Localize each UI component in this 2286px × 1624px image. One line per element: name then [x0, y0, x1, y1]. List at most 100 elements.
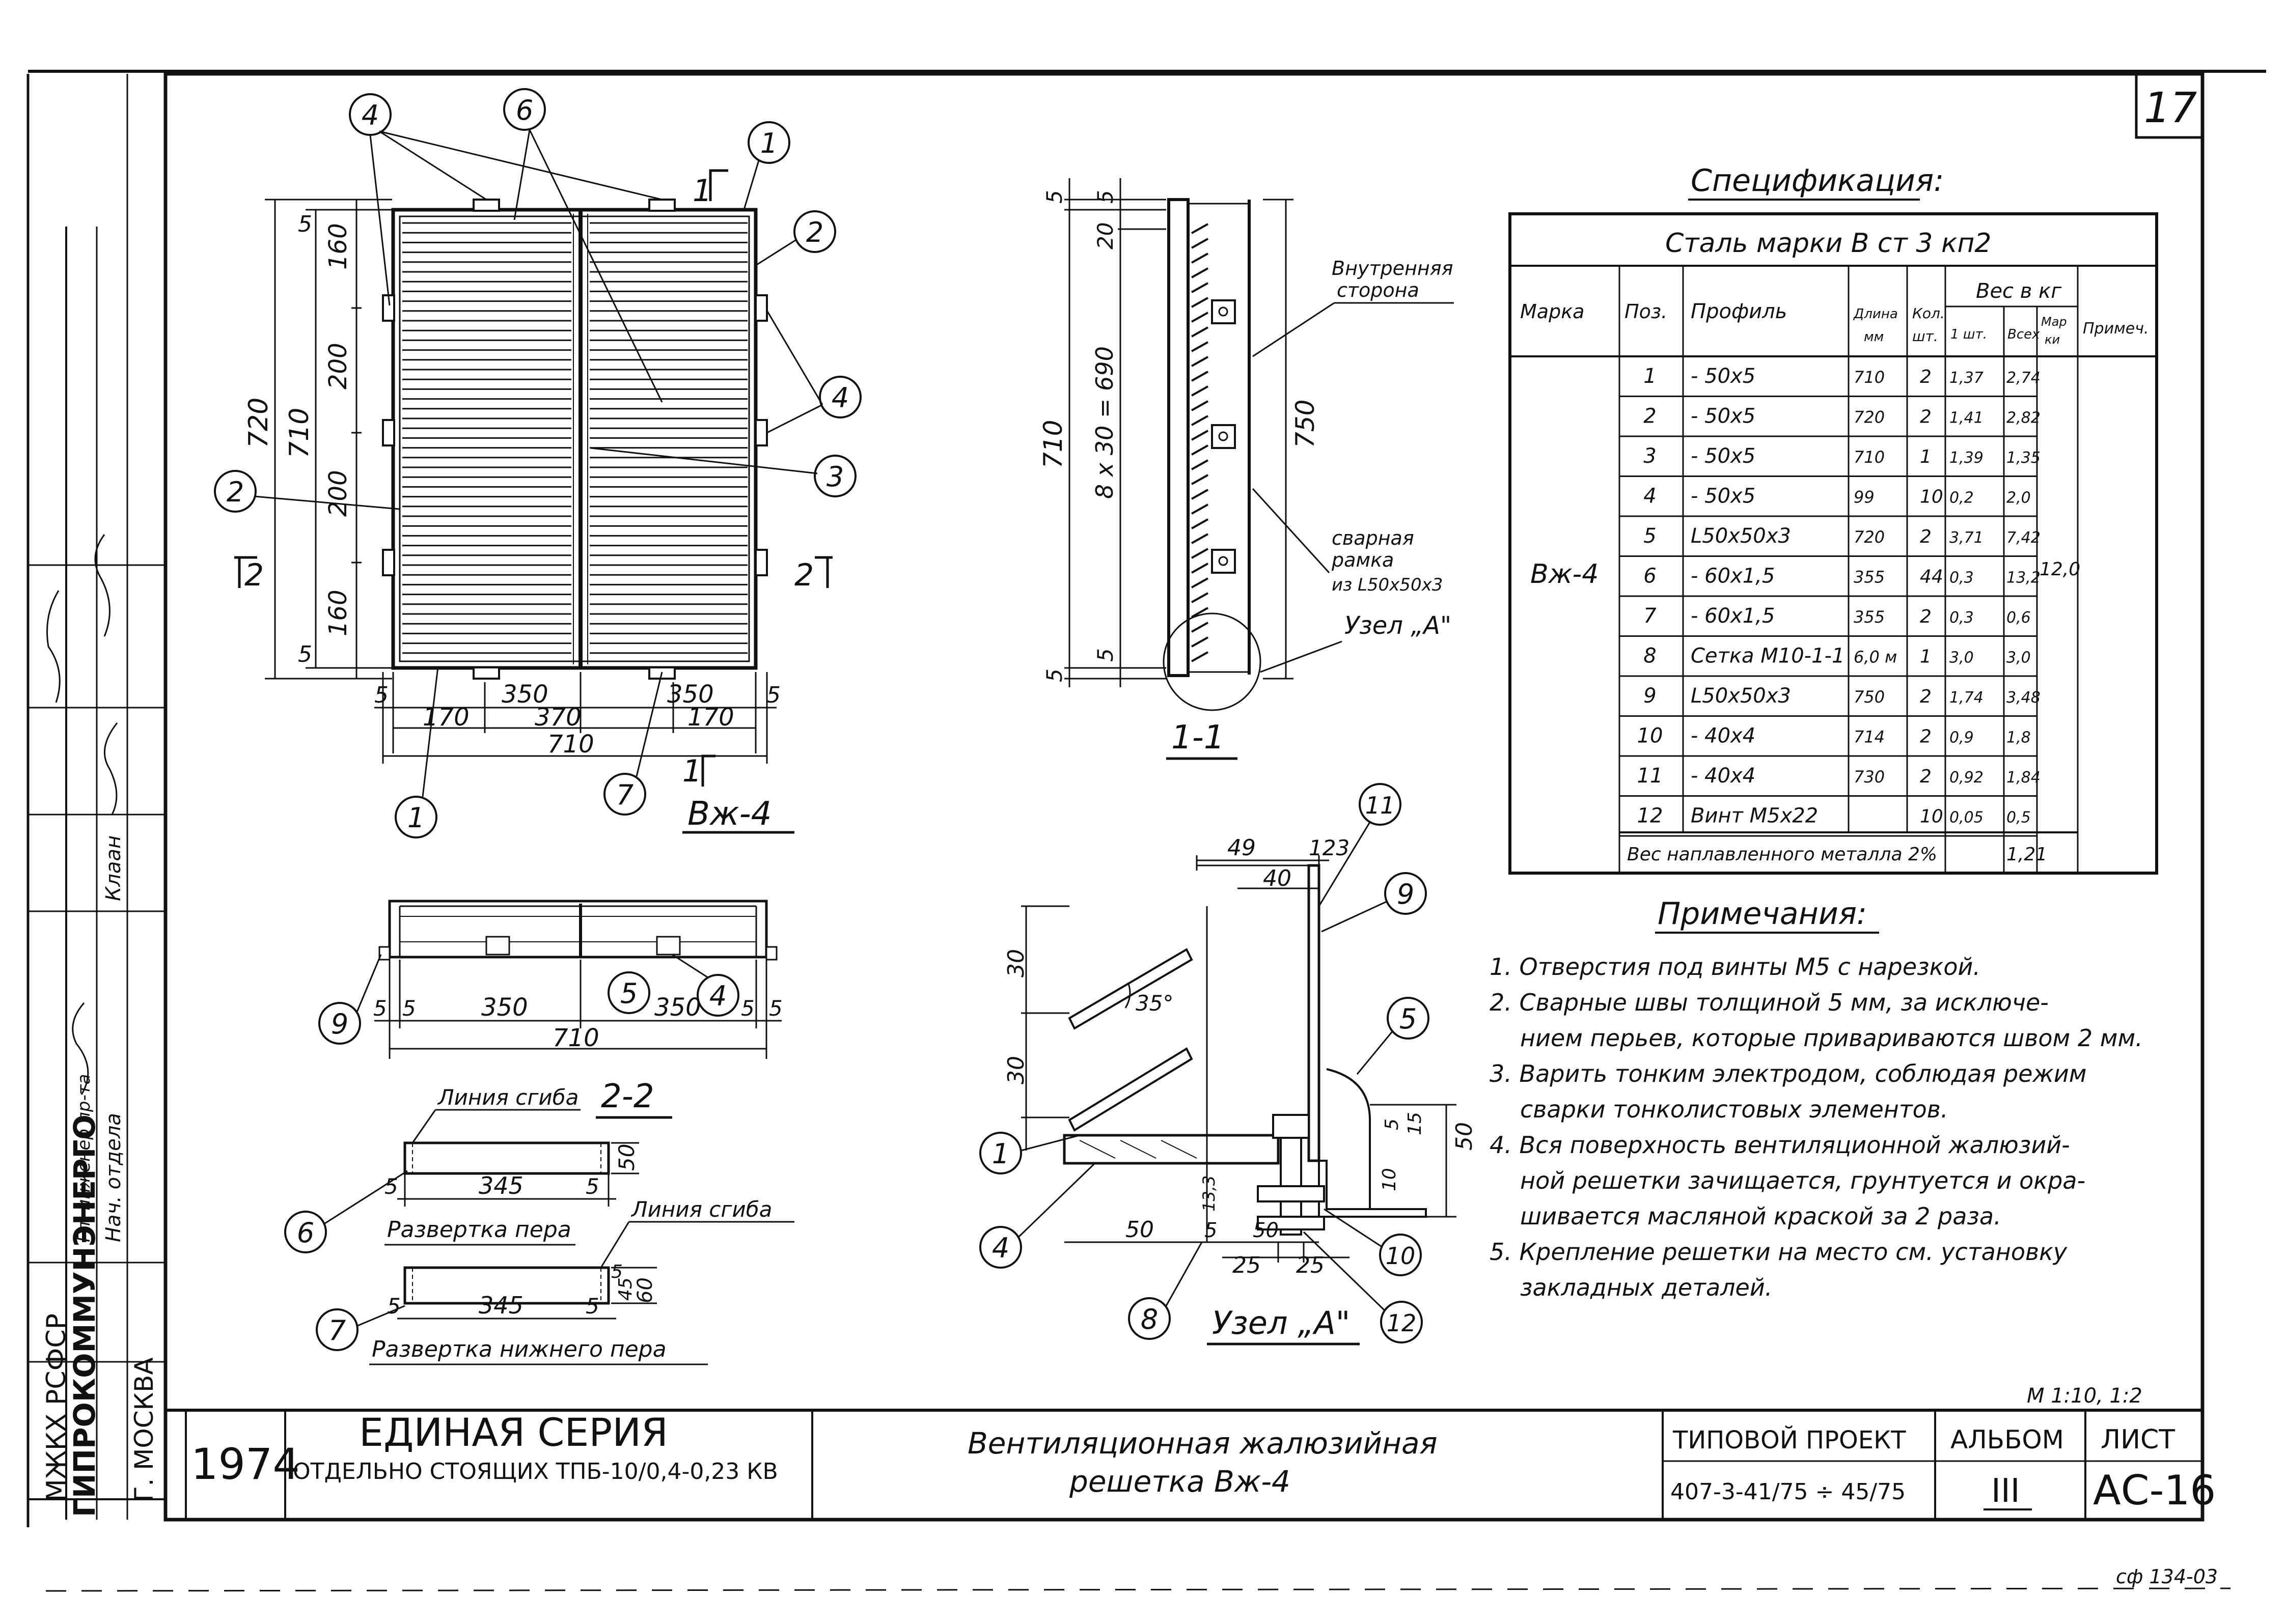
- label-weld-frame-1: сварная: [1332, 527, 1414, 549]
- section-1-1-view: 5 5 20 8 x 30 = 690 5 5 710 750 Внутренн…: [1038, 178, 1454, 760]
- section-slat: [1191, 622, 1208, 633]
- feather-unfold: Линия сгиба 5 345 5 50 Развертка пера 6: [284, 1085, 639, 1253]
- spec-cell-profile: Винт М5х22: [1691, 804, 1818, 828]
- notes-lines: 1. Отверстия под винты М5 с нарезкой.2. …: [1490, 953, 2143, 1301]
- spec-header-wmark: Мар: [2041, 315, 2067, 329]
- callout-10: 10: [1386, 1242, 1416, 1270]
- dim-node-123: 123: [1309, 835, 1349, 860]
- section-slat: [1191, 430, 1208, 441]
- spec-cell-profile: L50х50х3: [1691, 684, 1791, 708]
- dim-lower-5-a: 5: [387, 1294, 401, 1319]
- spec-cell-weight-one: 3,71: [1949, 529, 1984, 547]
- spec-cell-length: 6,0 м: [1854, 648, 1897, 667]
- spec-cell-weight-one: 1,74: [1949, 689, 1984, 707]
- dim-11-20: 20: [1093, 222, 1118, 249]
- dim-main-200-b: 200: [324, 470, 352, 517]
- spec-cell-weight-all: 13,2: [2006, 569, 2041, 587]
- spec-cell-length: 99: [1854, 488, 1875, 507]
- spec-cell-weight-one: 0,3: [1949, 569, 1974, 587]
- dim-node-13-3: 13,3: [1199, 1175, 1219, 1212]
- spec-cell-qty: 2: [1920, 526, 1932, 547]
- spec-header-pos: Поз.: [1624, 300, 1667, 323]
- spec-grid: [1510, 266, 2157, 873]
- spec-cell-weight-one: 1,41: [1949, 409, 1984, 427]
- spec-cell-qty: 2: [1920, 367, 1932, 387]
- callout-7-unfold: 7: [328, 1314, 346, 1347]
- scale-note: М 1:10, 1:2: [2027, 1384, 2142, 1408]
- section-slat: [1191, 223, 1208, 234]
- spec-cell-weight-all: 7,42: [2006, 529, 2041, 547]
- dim-main-bottom-370: 370: [535, 703, 582, 732]
- dim-11-710: 710: [1038, 420, 1068, 468]
- spec-cell-profile: L50х50х3: [1691, 524, 1791, 548]
- drawing-name-2: решетка Вж-4: [1069, 1464, 1290, 1499]
- org-institute: ГИПРОКОММУНЭНЕРГО: [67, 1114, 102, 1517]
- callout-4-node: 4: [992, 1232, 1009, 1264]
- signer-name: Клаан: [102, 835, 125, 901]
- series-title: ЕДИНАЯ СЕРИЯ: [359, 1410, 668, 1455]
- spec-cell-qty: 10: [1920, 487, 1943, 508]
- signature-scribbles: [46, 534, 118, 1095]
- spec-cell-profile: Сетка М10-1-1: [1691, 645, 1844, 668]
- section-slat: [1191, 312, 1208, 323]
- dim-node-bottom-25-b: 25: [1296, 1252, 1325, 1278]
- dim-main-bottom-350-right: 350: [667, 680, 714, 709]
- spec-header-wall: Всех: [2007, 327, 2040, 342]
- city-label: Г. МОСКВА: [129, 1357, 159, 1502]
- spec-cell-weight-all: 1,8: [2006, 729, 2031, 747]
- callout-12: 12: [1387, 1309, 1417, 1337]
- dim-main-160-top: 160: [324, 223, 352, 270]
- spec-title: Спецификация:: [1691, 163, 1944, 199]
- dim-node-right-5: 5: [1382, 1118, 1402, 1130]
- grille-frame: [391, 208, 758, 670]
- spec-material: Сталь марки В ст 3 кп2: [1665, 228, 1991, 259]
- note-line: нием перьев, которые привариваются швом …: [1520, 1024, 2143, 1052]
- section-slat: [1191, 297, 1208, 308]
- dim-main-bottom-170-right: 170: [687, 703, 734, 732]
- lower-feather-unfold: Линия сгиба 5 345 5 5 45 60 Развертка ни…: [316, 1197, 794, 1365]
- feather-unfold-caption: Развертка пера: [387, 1217, 571, 1243]
- spec-cell-pos: 3: [1643, 444, 1656, 468]
- section-slat: [1191, 371, 1208, 382]
- spec-cell-weight-all: 3,0: [2006, 649, 2031, 667]
- sheet-number: 17: [2144, 84, 2197, 132]
- spec-cell-profile: - 60х1,5: [1691, 565, 1775, 588]
- spec-weld-value: 1,21: [2006, 844, 2047, 865]
- spec-cell-weight-all: 2,82: [2006, 409, 2041, 427]
- dim-node-bottom-50-b: 50: [1253, 1219, 1279, 1242]
- dim-main-200-a: 200: [324, 343, 352, 389]
- spec-cell-weight-all: 2,74: [2006, 369, 2041, 387]
- spec-cell-length: 714: [1854, 727, 1885, 747]
- series-subtitle: ОТДЕЛЬНО СТОЯЩИХ ТПБ-10/0,4-0,23 КВ: [293, 1459, 778, 1485]
- section-slat: [1191, 636, 1208, 648]
- section-cut-markers: [234, 169, 833, 787]
- dim-node-30-a: 30: [1003, 949, 1029, 977]
- spec-cell-length: 750: [1854, 687, 1885, 707]
- dim-lower-45: 45: [615, 1277, 636, 1301]
- spec-cell-qty: 2: [1920, 726, 1932, 747]
- node-a-title: Узел „А": [1212, 1304, 1350, 1341]
- spec-cell-weight-one: 1,39: [1949, 449, 1984, 467]
- node-a-dims: [1021, 855, 1456, 1258]
- spec-mark-weight: 12,0: [2040, 559, 2080, 580]
- dim-11-5-bottom-a: 5: [1042, 668, 1067, 682]
- note-line: 1. Отверстия под винты М5 с нарезкой.: [1490, 953, 1980, 981]
- dim-node-49: 49: [1227, 835, 1256, 861]
- note-line: сварки тонколистовых элементов.: [1520, 1096, 1948, 1123]
- section-slat: [1191, 253, 1208, 264]
- drawing-name-1: Вентиляционная жалюзийная: [968, 1426, 1437, 1461]
- main-left-dimensions: [265, 199, 392, 680]
- callout-11: 11: [1365, 792, 1395, 819]
- spec-cell-profile: - 50х5: [1691, 405, 1755, 428]
- spec-cell-profile: - 50х5: [1691, 444, 1755, 468]
- label-weld-frame-2: рамка: [1331, 549, 1394, 571]
- spec-cell-weight-all: 0,6: [2006, 609, 2031, 627]
- spec-cell-pos: 1: [1643, 365, 1656, 388]
- section-mark-2-right: 2: [794, 557, 814, 593]
- sheet-label: ЛИСТ: [2101, 1424, 2175, 1455]
- spec-cell-qty: 44: [1920, 567, 1943, 587]
- section-slat: [1191, 592, 1208, 603]
- dim-11-5-top-b: 5: [1093, 190, 1118, 204]
- dim-node-bottom-25-a: 25: [1232, 1252, 1261, 1278]
